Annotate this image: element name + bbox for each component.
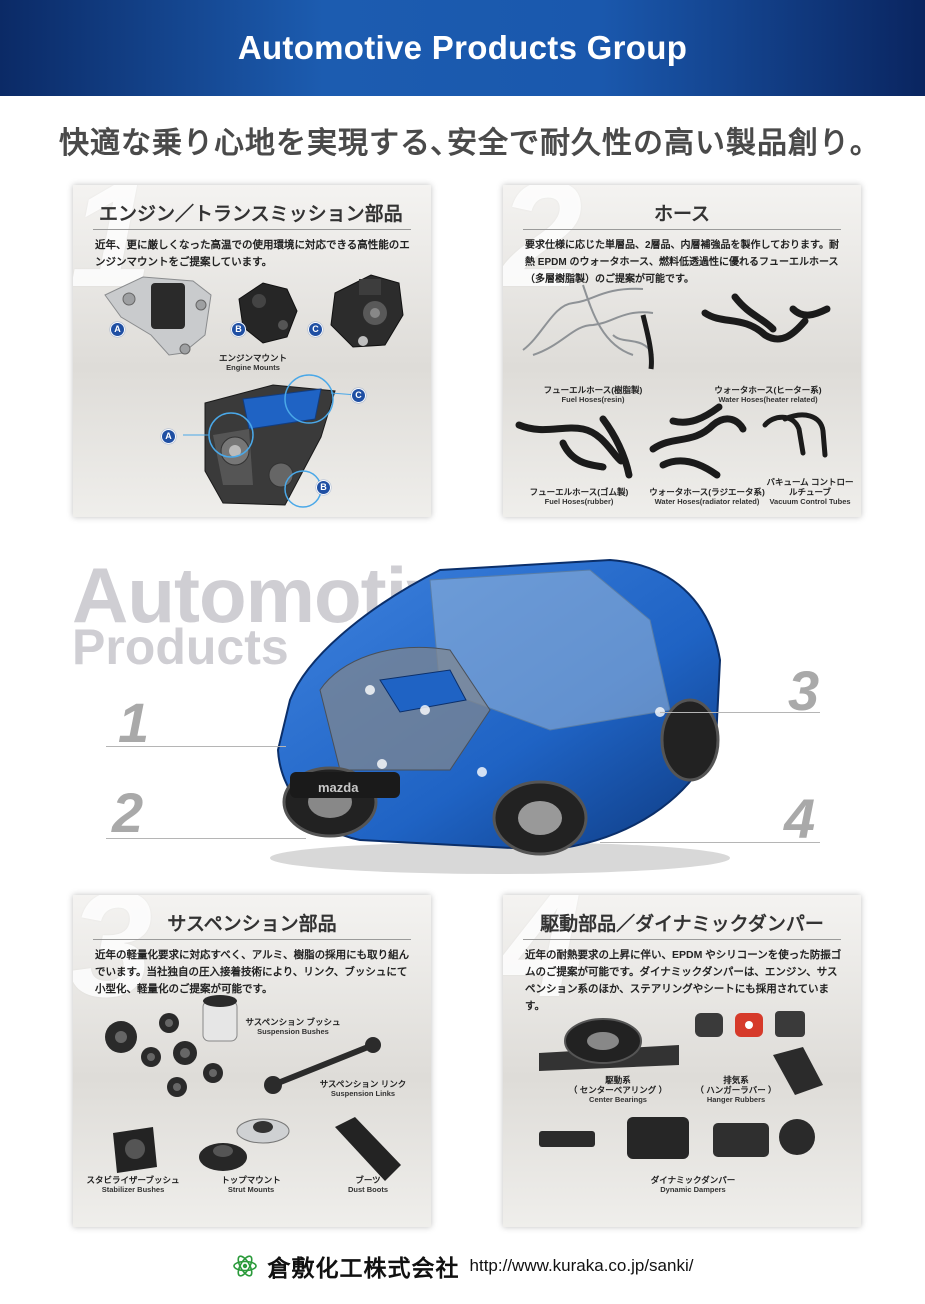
caption-engine-mounts: エンジンマウント Engine Mounts xyxy=(218,353,287,372)
caption-vacuum-control-tubes: バキューム コントロールチューブ Vacuum Control Tubes xyxy=(766,477,854,506)
water-hoses-heater-image xyxy=(701,293,831,343)
engine-cover xyxy=(379,669,467,713)
stabilizer-bushes-image xyxy=(113,1127,157,1173)
engine-mount-a-image xyxy=(104,276,212,356)
callout-line-3 xyxy=(660,712,820,713)
panel-number: 3 xyxy=(73,895,153,1028)
footer: 倉敷化工株式会社 http://www.kuraka.co.jp/sanki/ xyxy=(0,1248,925,1284)
fuel-hoses-rubber-image xyxy=(515,415,633,479)
marker-a: A xyxy=(110,322,125,337)
panel-description: 近年の軽量化要求に対応すべく、アルミ、樹脂の採用にも取り組んでいます。当社独自の… xyxy=(95,949,410,995)
caption-dynamic-dampers: ダイナミックダンパー Dynamic Dampers xyxy=(650,1175,736,1194)
caption-suspension-bushes: サスペンション ブッシュ Suspension Bushes xyxy=(245,1017,341,1036)
watermark-products: Products xyxy=(72,619,289,675)
panel-description: 近年の耐熱要求の上昇に伴い、EPDM やシリコーンを使った防振ゴムのご提案が可能… xyxy=(525,949,842,1012)
marker-a-engine: A xyxy=(161,429,176,444)
marker-c-engine: C xyxy=(351,388,366,403)
tagline: 快適な乗り心地を実現する､安全で耐久性の高い製品創り｡ xyxy=(59,127,866,160)
company-url-link[interactable]: http://www.kuraka.co.jp/sanki/ xyxy=(469,1256,694,1275)
callout-number-3: 3 xyxy=(788,659,820,722)
caption-fuel-hoses-resin: フューエルホース(樹脂製) Fuel Hoses(resin) xyxy=(543,385,643,404)
front-grille xyxy=(290,772,400,798)
caption-center-bearings: 駆動系 （ センターベアリング ） Center Bearings xyxy=(568,1075,668,1104)
caption-stabilizer-bushes: スタビライザーブッシュ Stabilizer Bushes xyxy=(86,1175,180,1194)
callout-number-4: 4 xyxy=(784,787,816,850)
panel-title: ホース xyxy=(653,204,711,225)
panel-suspension-parts: 3 サスペンション部品 近年の軽量化要求に対応すべく、アルミ、樹脂の採用にも取り… xyxy=(73,895,431,1227)
fuel-hoses-resin-image xyxy=(522,284,654,356)
suspension-bushes-image xyxy=(105,995,238,1097)
engine-mount-b-image xyxy=(238,282,298,344)
drivetrain-illustration xyxy=(539,1011,823,1159)
suspension-illustration xyxy=(105,995,401,1181)
callout-number-2: 2 xyxy=(112,781,144,844)
dust-boots-image xyxy=(335,1117,401,1181)
caption-fuel-hoses-rubber: フューエルホース(ゴム製) Fuel Hoses(rubber) xyxy=(529,487,629,506)
engine-mounts-illustration xyxy=(104,274,404,508)
callout-number-1: 1 xyxy=(118,691,150,754)
marker-c: C xyxy=(308,322,323,337)
header-banner: Automotive Products Group xyxy=(0,0,925,96)
caption-hanger-rubbers: 排気系 （ ハンガーラバー ） Hanger Rubbers xyxy=(695,1075,777,1104)
panel-description: 近年、更に厳しくなった高温での使用環境に対応できる高性能のエンジンマウントをご提… xyxy=(95,239,410,268)
marker-b-engine: B xyxy=(316,480,331,495)
divider xyxy=(523,939,841,940)
panel-title: サスペンション部品 xyxy=(167,914,337,935)
callout-ring-c xyxy=(284,374,334,424)
water-hoses-radiator-image xyxy=(649,403,747,479)
center-bearings-image xyxy=(539,1018,679,1071)
marker-b: B xyxy=(231,322,246,337)
panel-drivetrain-dampers: 4 駆動部品／ダイナミックダンパー 近年の耐熱要求の上昇に伴い、EPDM やシリ… xyxy=(503,895,861,1227)
panel-hoses: 2 ホース 要求仕様に応じた単層品、2層品、内層補強品を製作しております。耐熱 … xyxy=(503,185,861,517)
company-name: 倉敷化工株式会社 xyxy=(267,1255,460,1282)
divider xyxy=(523,229,841,230)
suspension-links-image xyxy=(264,1037,381,1094)
callout-line-4 xyxy=(600,842,820,843)
panel-engine-parts: 1 エンジン／トランスミッション部品 近年、更に厳しくなった高温での使用環境に対… xyxy=(73,185,431,517)
rear-wheel xyxy=(660,698,720,782)
caption-strut-mounts: トップマウント Strut Mounts xyxy=(221,1175,281,1194)
car-illustration: mazda xyxy=(270,558,730,874)
car-shadow xyxy=(270,842,730,874)
callout-line-1 xyxy=(106,746,286,747)
panel-title: 駆動部品／ダイナミックダンパー xyxy=(540,914,824,935)
panel-description: 要求仕様に応じた単層品、2層品、内層補強品を製作しております。耐熱 EPDM の… xyxy=(525,240,839,285)
dynamic-dampers-image xyxy=(539,1117,815,1159)
panel-number: 4 xyxy=(503,895,583,1028)
caption-suspension-links: サスペンション リンク Suspension Links xyxy=(319,1079,407,1098)
hanger-rubbers-image xyxy=(695,1011,823,1095)
engine-mount-c-image xyxy=(330,274,404,348)
caption-dust-boots: ブーツ Dust Boots xyxy=(348,1175,388,1194)
divider xyxy=(93,229,411,230)
divider xyxy=(93,939,411,940)
panel-number: 2 xyxy=(503,185,583,318)
caption-water-hoses-heater: ウォータホース(ヒーター系) Water Hoses(heater relate… xyxy=(714,385,822,404)
panel-title: エンジン／トランスミッション部品 xyxy=(99,204,403,225)
fuel-hose-black-segment xyxy=(640,314,654,370)
page-title: Automotive Products Group xyxy=(237,29,688,66)
strut-mounts-image xyxy=(199,1118,290,1171)
hoses-illustration xyxy=(515,284,831,479)
car-brand-badge: mazda xyxy=(318,780,359,795)
company-logo-icon xyxy=(232,1255,257,1277)
caption-water-hoses-radiator: ウォータホース(ラジエータ系) Water Hoses(radiator rel… xyxy=(649,487,765,506)
callout-line-2 xyxy=(106,838,306,839)
vacuum-control-tubes-image xyxy=(762,412,828,458)
